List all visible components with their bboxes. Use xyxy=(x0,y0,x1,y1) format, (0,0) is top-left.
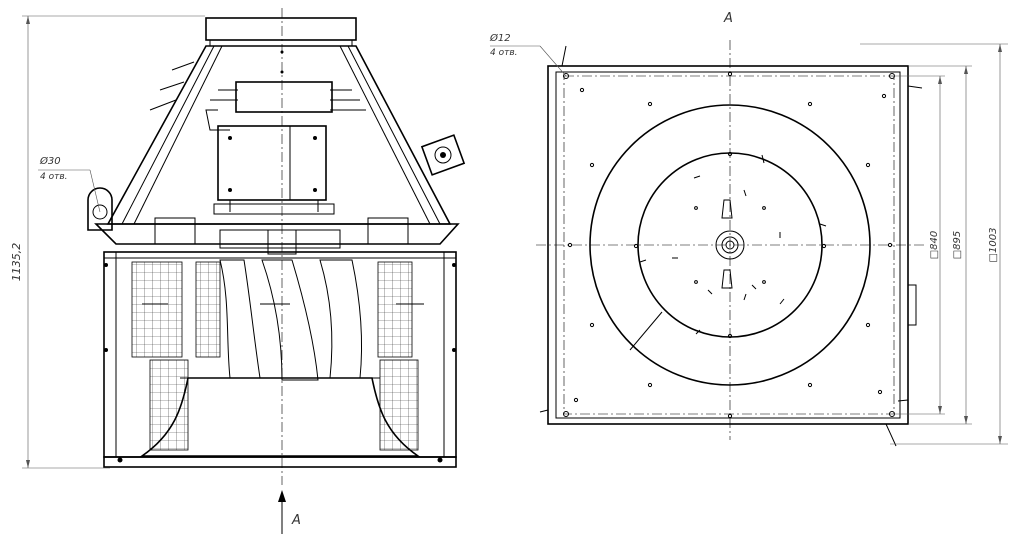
roof-frame xyxy=(106,45,452,225)
motor xyxy=(205,50,366,215)
fan-housing xyxy=(103,251,457,468)
outer-ring xyxy=(589,104,871,386)
lug-hole-dia: Ø30 xyxy=(39,155,61,167)
view-arrow-label: A xyxy=(291,513,301,528)
height-dim-text: 1135,2 xyxy=(10,243,23,282)
height-dimension: 1135,2 xyxy=(10,15,205,469)
plan-hole-dia: Ø12 xyxy=(489,32,511,44)
plan-view: A xyxy=(489,11,1008,447)
plan-hole-count: 4 отв. xyxy=(490,48,518,58)
view-title-a: A xyxy=(723,11,733,26)
dim-1003: □1003 xyxy=(988,228,999,263)
dim-895: □895 xyxy=(952,231,963,260)
terminal-box xyxy=(420,134,466,176)
lug-hole-count: 4 отв. xyxy=(40,172,68,182)
bolt-square xyxy=(563,75,895,415)
side-view: 1135,2 xyxy=(10,8,466,534)
top-cap xyxy=(205,17,357,41)
plan-dimensions: □840 □895 □1003 xyxy=(860,43,1008,445)
hub xyxy=(715,230,745,260)
bolt-holes xyxy=(567,71,893,419)
plan-hole-annotation: Ø12 4 отв. xyxy=(489,32,567,77)
dim-840: □840 xyxy=(929,231,940,260)
inner-ring xyxy=(637,152,823,338)
view-arrow-a: A xyxy=(278,490,301,534)
base-flange xyxy=(94,217,460,255)
mounting-lug: Ø30 4 отв. xyxy=(38,155,113,231)
outer-frame xyxy=(547,65,909,425)
